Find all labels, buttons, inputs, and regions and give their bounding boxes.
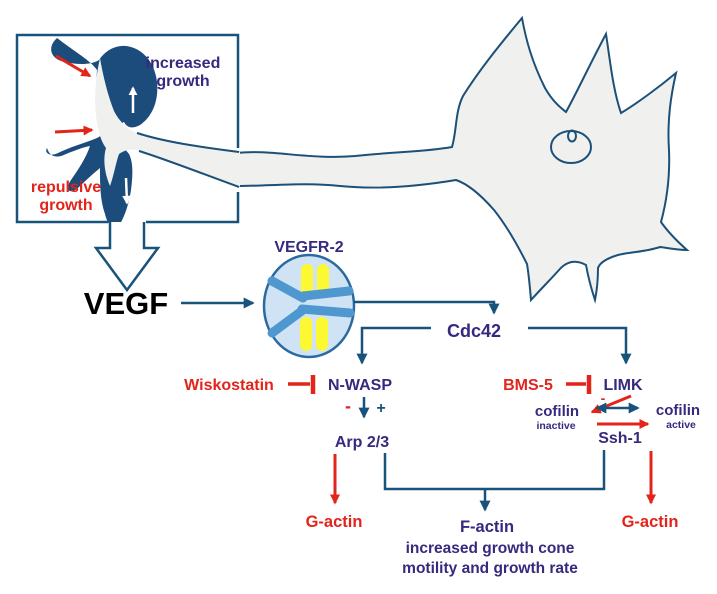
ligand-bar-top-right	[317, 264, 329, 296]
axon-edge-top	[136, 132, 240, 153]
cdc42-label: Cdc42	[447, 321, 501, 341]
g-actin-right-label: G-actin	[622, 513, 679, 531]
nwasp-label: N-WASP	[328, 377, 392, 394]
repulsive-growth-label-line2: growth	[39, 197, 92, 214]
vegfr2-label: VEGFR-2	[274, 239, 343, 256]
outcome-line1: increased growth cone	[406, 540, 575, 557]
ssh1-label: Ssh-1	[598, 430, 642, 447]
bms5-label: BMS-5	[503, 377, 553, 394]
vegf-block-arrow	[93, 222, 161, 293]
repulsion-arrow-1	[55, 54, 92, 78]
increased-growth-label-line1: increased	[146, 55, 221, 72]
vegf-label: VEGF	[84, 286, 168, 321]
cofilin-inactive-label: cofilin	[535, 403, 579, 420]
inset-box	[15, 33, 240, 224]
increased-growth-label-line2: growth	[156, 73, 209, 90]
limk-cofilin-minus: -	[601, 390, 606, 406]
nwasp-minus: -	[345, 396, 351, 416]
repulsive-growth-label-line1: repulsive	[31, 179, 101, 196]
cofilin-inactive-state: inactive	[536, 420, 575, 432]
g-actin-left-label: G-actin	[306, 513, 363, 531]
axon-central-domain	[95, 58, 240, 187]
ligand-bar-bottom-right	[316, 317, 328, 351]
outcome-line2: motility and growth rate	[402, 560, 578, 577]
arrow-cdc42-to-nwasp	[356, 326, 431, 365]
receptor-bar-lower	[297, 304, 355, 318]
arrow-receptor-to-cdc42	[354, 300, 500, 315]
ligand-bar-bottom-left	[300, 317, 312, 351]
limk-label: LIMK	[603, 377, 643, 394]
arrow-cdc42-to-limk	[528, 326, 632, 365]
cofilin-active-label: cofilin	[656, 402, 700, 419]
nucleus	[550, 130, 592, 164]
receptor-arm-lower-left	[267, 305, 308, 338]
growth-cone	[46, 38, 158, 228]
cofilin-active-state: active	[666, 419, 696, 431]
wiskostatin-label: Wiskostatin	[184, 377, 274, 394]
ligand-bar-top-left	[301, 264, 313, 296]
receptor-arm-upper-left	[267, 276, 308, 303]
nucleolus	[567, 129, 577, 143]
receptor-bar-upper	[298, 286, 354, 301]
neuron-cell	[236, 15, 690, 304]
axon-edge-bottom	[138, 150, 240, 188]
repulsion-arrow-2	[54, 125, 94, 136]
f-actin-label: F-actin	[460, 518, 514, 536]
arrow-limk-to-cofilin-inactive	[590, 394, 632, 414]
growth-arrow-down	[122, 177, 132, 205]
bracket-arp23-ssh1	[383, 450, 606, 491]
arp23-label: Arp 2/3	[335, 434, 389, 451]
nwasp-plus: +	[376, 400, 385, 417]
